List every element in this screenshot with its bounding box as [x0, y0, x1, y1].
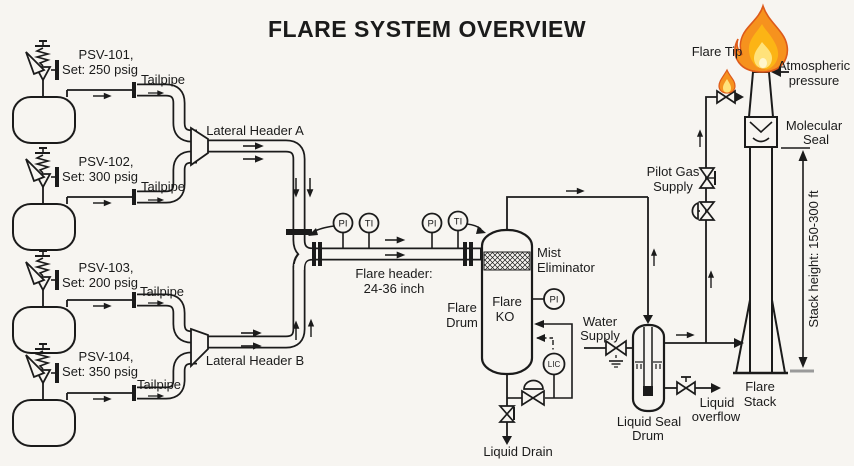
psv-102-set: Set: 300 psig — [62, 169, 138, 184]
instrument-pi-2 — [421, 212, 443, 234]
flare-ko-drum — [480, 187, 648, 445]
pi-1-text: PI — [339, 219, 348, 230]
flare-tip — [747, 71, 775, 118]
flare-stack-label-2: Stack — [744, 394, 777, 409]
mist-eliminator — [483, 251, 531, 271]
molecular-seal-label-2: Seal — [803, 132, 829, 147]
instrument-pi-ko — [543, 288, 565, 310]
flare-tip-label: Flare Tip — [692, 44, 743, 59]
instrument-pi-1 — [332, 212, 354, 234]
flare-header-label-1: Flare header: — [355, 266, 432, 281]
pilot-gas-line — [691, 68, 744, 343]
psv-104-tag: PSV-104, — [79, 349, 134, 364]
header-instruments — [308, 210, 486, 248]
pilot-flame-icon — [718, 68, 736, 94]
ti-1-text: TI — [365, 219, 373, 230]
liquid-drain-line — [498, 374, 516, 445]
molecular-seal-label-1: Molecular — [786, 118, 843, 133]
instrument-ti-2 — [447, 210, 469, 232]
flange-ko-inlet — [463, 242, 467, 266]
psv-104-set: Set: 350 psig — [62, 364, 138, 379]
flange-riser-a — [286, 229, 312, 235]
stack-height-label: Stack height: 150-300 ft — [806, 190, 821, 328]
flange-ko-inlet-2 — [469, 242, 473, 266]
ko-pi-text: PI — [550, 295, 559, 306]
tailpipe-2-label: Tailpipe — [141, 179, 185, 194]
stack-height-dimension — [781, 147, 810, 368]
flare-stack-label-1: Flare — [745, 379, 775, 394]
liquid-seal-drum-label-1: Liquid Seal — [617, 414, 681, 429]
flange-header-start-2 — [318, 242, 322, 266]
liquid-overflow-label-2: overflow — [692, 409, 741, 424]
pi-2-text: PI — [428, 219, 437, 230]
reducer-b — [190, 327, 209, 369]
psv-102-tag: PSV-102, — [79, 154, 134, 169]
tailpipe-1-label: Tailpipe — [141, 72, 185, 87]
psv-103-tag: PSV-103, — [79, 260, 134, 275]
ti-2-text: TI — [454, 217, 462, 228]
flare-flame-icon — [734, 3, 789, 73]
water-supply-line — [584, 339, 633, 368]
pilot-tip-valve — [716, 89, 736, 105]
flare-drum-label-2: Drum — [446, 315, 478, 330]
instrument-ti-1 — [358, 212, 380, 234]
pilot-gas-supply-label-2: Supply — [653, 179, 693, 194]
psv-101-set: Set: 250 psig — [62, 62, 138, 77]
mist-eliminator-label-2: Eliminator — [537, 260, 595, 275]
flange-header-start — [312, 242, 316, 266]
page-title: FLARE SYSTEM OVERVIEW — [268, 16, 586, 42]
atmospheric-pressure-label-2: pressure — [789, 73, 840, 88]
lateral-header-b-label: Lateral Header B — [206, 353, 304, 368]
instrument-lic — [542, 352, 566, 376]
liquid-seal-drum-label-2: Drum — [632, 428, 664, 443]
liquid-drain-label: Liquid Drain — [483, 444, 552, 459]
flare-ko-label-2: KO — [496, 309, 515, 324]
atmospheric-pressure-label-1: Atmospheric — [778, 58, 851, 73]
tailpipe-3-label: Tailpipe — [140, 284, 184, 299]
pipe-network — [137, 83, 481, 400]
tailpipe-4-label: Tailpipe — [137, 377, 181, 392]
pilot-control-valve — [691, 201, 716, 221]
pilot-block-valve — [698, 167, 716, 189]
molecular-seal — [744, 116, 778, 148]
liquid-overflow-label-1: Liquid — [700, 395, 735, 410]
lic-text: LIC — [548, 360, 561, 369]
flare-drum-label-1: Flare — [447, 300, 477, 315]
flare-stack-group — [733, 3, 814, 375]
water-supply-label-1: Water — [583, 314, 618, 329]
liquid-overflow-line — [664, 376, 721, 396]
liquid-seal-drum — [584, 197, 744, 413]
flare-ko-label-1: Flare — [492, 294, 522, 309]
level-control-valve — [507, 379, 545, 407]
psv-103-set: Set: 200 psig — [62, 275, 138, 290]
reducer-a — [190, 126, 209, 167]
pilot-gas-supply-label-1: Pilot Gas — [647, 164, 700, 179]
psv-101-tag: PSV-101, — [79, 47, 134, 62]
flow-arrows — [240, 141, 407, 351]
lateral-header-a-label: Lateral Header A — [206, 123, 304, 138]
flare-header-label-2: 24-36 inch — [364, 281, 425, 296]
mist-eliminator-label-1: Mist — [537, 245, 561, 260]
water-supply-label-2: Supply — [580, 328, 620, 343]
